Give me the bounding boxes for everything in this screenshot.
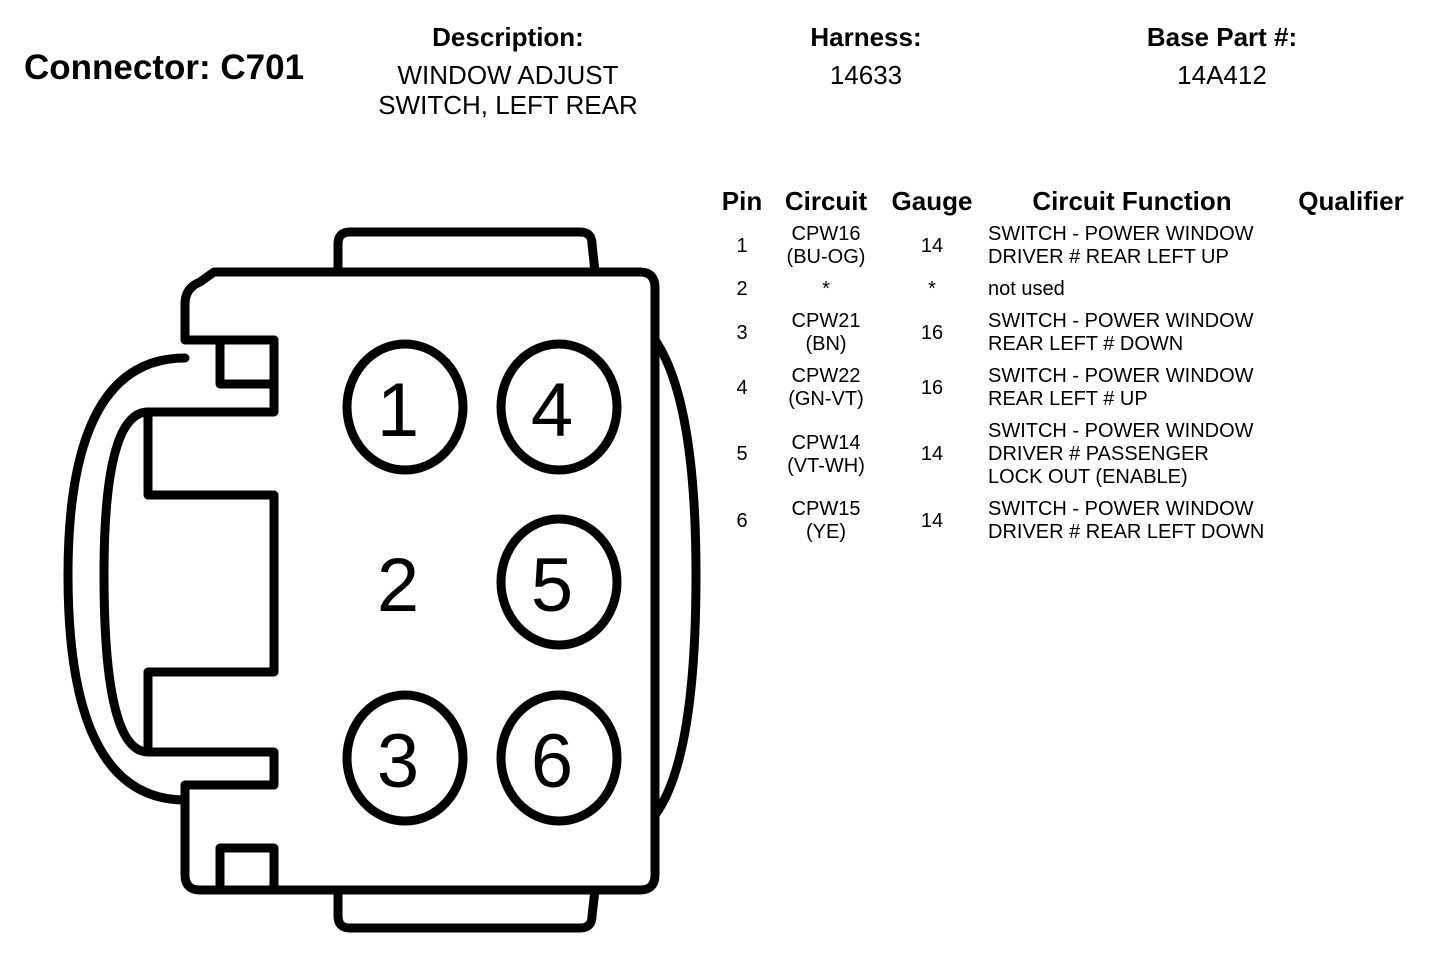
function-line: SWITCH - POWER WINDOW	[988, 420, 1254, 442]
connector-face-diagram: 1 2 3 4 5 6	[63, 227, 701, 933]
pin-table: Pin Circuit Gauge Circuit Function Quali…	[716, 186, 1418, 553]
cell-qualifier	[1284, 310, 1418, 365]
left-slot	[215, 335, 279, 389]
cell-pin: 5	[736, 443, 748, 465]
cell-circuit: CPW14(VT-WH)	[768, 420, 884, 498]
pin-label-6: 6	[531, 719, 573, 804]
description-label: Description:	[432, 22, 584, 52]
cell-circuit: CPW22(GN-VT)	[768, 365, 884, 420]
cell-circuit: CPW21(BN)	[768, 310, 884, 365]
cell-circuit: CPW15(YE)	[768, 498, 884, 553]
header-gauge: Gauge	[891, 186, 973, 216]
cell-gauge: 14	[920, 443, 944, 465]
pin-label-3: 3	[377, 719, 419, 804]
cell-circuit: *	[768, 278, 884, 310]
function-line: REAR LEFT # DOWN	[988, 333, 1184, 355]
function-line: DRIVER # REAR LEFT UP	[988, 246, 1229, 268]
pin-cavity-5	[496, 514, 622, 650]
cell-qualifier	[1284, 278, 1418, 310]
cell-qualifier	[1284, 365, 1418, 420]
pin-cavity-3	[342, 690, 468, 826]
cell-gauge: 14	[920, 234, 944, 257]
cell-gauge: *	[928, 278, 936, 300]
pin-cavity-6	[496, 690, 622, 826]
connector-body	[143, 267, 660, 895]
circuit-line: *	[822, 278, 830, 300]
function-line: LOCK OUT (ENABLE)	[988, 466, 1188, 488]
description-line-2: SWITCH, LEFT REAR	[378, 90, 638, 120]
circuit-line: (BU-OG)	[786, 246, 866, 268]
cell-pin: 6	[736, 509, 748, 532]
cell-circuit-function: not used	[980, 278, 1284, 310]
function-line: SWITCH - POWER WINDOW	[988, 223, 1254, 245]
cell-pin: 4	[736, 376, 748, 399]
connector-title: Connector: C701	[24, 48, 305, 87]
cell-circuit: CPW16(BU-OG)	[768, 223, 884, 278]
pin-cavity-1	[342, 339, 468, 475]
header-qualifier: Qualifier	[1298, 186, 1404, 216]
description-value: WINDOW ADJUST SWITCH, LEFT REAR	[338, 60, 678, 120]
base-part-label: Base Part #:	[1146, 22, 1298, 52]
cell-pin: 3	[736, 321, 748, 344]
harness-value: 14633	[829, 60, 903, 90]
harness-label: Harness:	[810, 22, 922, 52]
header-circuit: Circuit	[784, 186, 868, 216]
cell-gauge: 14	[920, 509, 944, 532]
circuit-line: (VT-WH)	[787, 454, 865, 477]
header-circuit-function: Circuit Function	[1032, 186, 1232, 216]
cell-gauge: 16	[920, 376, 944, 399]
pin-table-header: Pin Circuit Gauge Circuit Function Quali…	[716, 186, 1418, 223]
function-line: SWITCH - POWER WINDOW	[988, 498, 1254, 520]
cell-qualifier	[1284, 420, 1418, 498]
base-part-value: 14A412	[1177, 60, 1267, 90]
pin-label-5: 5	[531, 543, 573, 628]
function-line: SWITCH - POWER WINDOW	[988, 365, 1254, 387]
bottom-left-slot	[215, 843, 279, 895]
top-latch-tab	[333, 227, 600, 277]
pin-label-1: 1	[377, 368, 419, 453]
circuit-line: CPW21	[791, 310, 861, 332]
cell-gauge: 16	[920, 321, 944, 344]
function-line: SWITCH - POWER WINDOW	[988, 310, 1254, 332]
pin-label-2: 2	[377, 543, 419, 628]
cell-qualifier	[1284, 498, 1418, 553]
bottom-latch-tab	[333, 885, 600, 933]
cell-pin: 2	[736, 278, 748, 300]
function-line: not used	[988, 278, 1065, 300]
right-rail	[650, 335, 701, 820]
latch-arm-inner	[99, 407, 153, 757]
circuit-line: CPW15	[791, 498, 861, 520]
circuit-line: (BN)	[805, 333, 847, 355]
cell-qualifier	[1284, 223, 1418, 278]
header-pin: Pin	[721, 186, 763, 216]
pin-cavity-4	[496, 339, 622, 475]
function-line: REAR LEFT # UP	[988, 388, 1148, 410]
circuit-line: CPW14	[791, 431, 861, 454]
cell-pin: 1	[736, 234, 748, 257]
circuit-line: CPW16	[791, 223, 861, 245]
function-line: DRIVER # REAR LEFT DOWN	[988, 521, 1265, 543]
function-line: DRIVER # PASSENGER	[988, 443, 1209, 465]
circuit-line: CPW22	[791, 365, 861, 387]
circuit-line: (GN-VT)	[788, 388, 864, 410]
latch-arm-outer	[63, 353, 190, 805]
description-line-1: WINDOW ADJUST	[397, 60, 619, 90]
pin-label-4: 4	[531, 368, 573, 453]
circuit-line: (YE)	[806, 521, 846, 543]
table-row: 2 * * not used	[716, 278, 1418, 310]
